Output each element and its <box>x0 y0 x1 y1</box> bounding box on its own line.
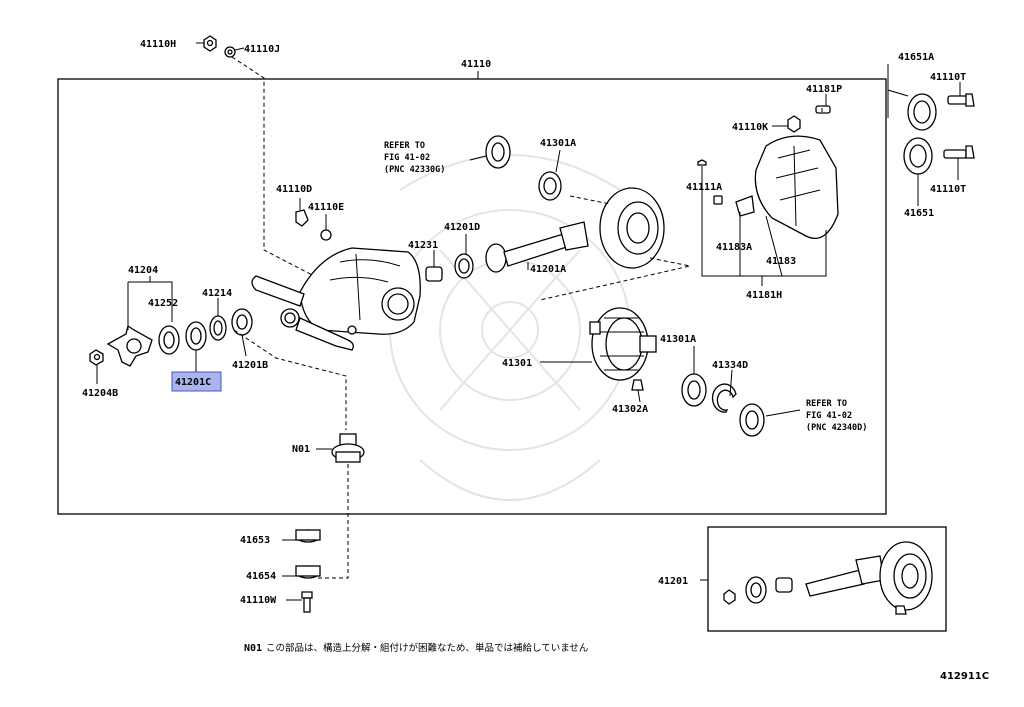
refer-top-line2: FIG 41-02 <box>384 153 430 163</box>
refer-top-line3: (PNC 42330G) <box>384 165 445 175</box>
part-41654[interactable] <box>295 565 321 579</box>
label-41110W[interactable]: 41110W <box>240 595 277 606</box>
label-41110[interactable]: 41110 <box>461 59 491 70</box>
part-41201B[interactable] <box>231 308 253 336</box>
part-41651[interactable] <box>903 137 933 175</box>
part-41334D-shim[interactable] <box>711 383 737 413</box>
label-41110E[interactable]: 41110E <box>308 202 344 213</box>
refer-top-line1: REFER TO <box>384 141 425 151</box>
label-41302A[interactable]: 41302A <box>612 404 648 415</box>
part-41214[interactable] <box>209 315 227 341</box>
label-41181P[interactable]: 41181P <box>806 84 842 95</box>
part-41204B-nut[interactable] <box>89 349 104 366</box>
label-41301A-top[interactable]: 41301A <box>540 138 576 149</box>
ring-gear[interactable] <box>599 187 665 269</box>
label-41204[interactable]: 41204 <box>128 265 158 276</box>
part-41111A[interactable] <box>697 159 707 166</box>
part-41201C[interactable] <box>185 321 207 351</box>
part-41183[interactable] <box>735 195 755 217</box>
label-41201D[interactable]: 41201D <box>444 222 480 233</box>
label-41301A-bottom[interactable]: 41301A <box>660 334 696 345</box>
label-N01[interactable]: N01 <box>292 444 310 455</box>
label-41653[interactable]: 41653 <box>240 535 270 546</box>
label-41201C[interactable]: 41201C <box>175 377 211 388</box>
label-41214[interactable]: 41214 <box>202 288 232 299</box>
highlight-41201C <box>171 371 222 392</box>
label-41201B[interactable]: 41201B <box>232 360 268 371</box>
label-41110T-b[interactable]: 41110T <box>930 184 966 195</box>
part-41110W-bolt[interactable] <box>301 591 313 613</box>
part-41110T-a[interactable] <box>947 93 975 107</box>
label-41183[interactable]: 41183 <box>766 256 796 267</box>
label-41651[interactable]: 41651 <box>904 208 934 219</box>
label-41204B[interactable]: 41204B <box>82 388 118 399</box>
part-41110T-b[interactable] <box>943 145 975 159</box>
label-41181H[interactable]: 41181H <box>746 290 782 301</box>
part-41110J[interactable] <box>224 46 236 58</box>
part-41651A[interactable] <box>907 93 937 131</box>
oil-seal-ref-top[interactable] <box>485 135 511 169</box>
part-41301A-top[interactable] <box>538 171 562 201</box>
oil-seal-ref-right[interactable] <box>739 403 765 437</box>
part-41653[interactable] <box>295 529 321 543</box>
kit-41201-frame <box>707 526 947 632</box>
label-41334D[interactable]: 41334D <box>712 360 748 371</box>
footnote-text: この部品は、構造上分解・組付けが困難なため、単品では補給していません <box>266 642 588 654</box>
part-41201D[interactable] <box>454 253 474 279</box>
part-41110K[interactable] <box>787 115 801 133</box>
part-41110E[interactable] <box>320 229 332 241</box>
part-41183A[interactable] <box>713 195 723 205</box>
differential-carrier-housing[interactable] <box>251 247 421 351</box>
part-41181P-bolt[interactable] <box>815 105 831 114</box>
refer-right-line1: REFER TO <box>806 399 847 409</box>
part-41301-diff-case[interactable] <box>589 307 657 381</box>
label-41651A[interactable]: 41651A <box>898 52 934 63</box>
rear-cover[interactable] <box>754 135 839 240</box>
label-41201A[interactable]: 41201A <box>530 264 566 275</box>
part-41204-flange[interactable] <box>106 324 153 367</box>
main-assembly-frame <box>57 78 887 515</box>
figure-code: 412911C <box>940 671 989 682</box>
label-41110K[interactable]: 41110K <box>732 122 768 133</box>
label-41201[interactable]: 41201 <box>658 576 688 587</box>
footnote-marker: N01 <box>244 643 262 654</box>
part-41110D[interactable] <box>295 209 309 227</box>
kit-41201-contents[interactable] <box>723 541 933 615</box>
label-41301[interactable]: 41301 <box>502 358 532 369</box>
label-41110T-a[interactable]: 41110T <box>930 72 966 83</box>
part-41301A-bottom[interactable] <box>681 373 707 407</box>
label-41231[interactable]: 41231 <box>408 240 438 251</box>
part-41201A-pinion[interactable] <box>485 221 589 273</box>
label-41111A[interactable]: 41111A <box>686 182 722 193</box>
refer-right-line2: FIG 41-02 <box>806 411 852 421</box>
part-41252[interactable] <box>158 325 180 355</box>
label-41110D[interactable]: 41110D <box>276 184 312 195</box>
label-41654[interactable]: 41654 <box>246 571 276 582</box>
part-41231[interactable] <box>425 266 443 282</box>
label-41110H[interactable]: 41110H <box>140 39 176 50</box>
part-41110H[interactable] <box>203 35 217 52</box>
refer-right-line3: (PNC 42340D) <box>806 423 867 433</box>
label-41183A[interactable]: 41183A <box>716 242 752 253</box>
part-N01-bushing[interactable] <box>331 433 365 463</box>
label-41252[interactable]: 41252 <box>148 298 178 309</box>
part-41302A-bolt[interactable] <box>631 379 644 391</box>
label-41110J[interactable]: 41110J <box>244 44 280 55</box>
